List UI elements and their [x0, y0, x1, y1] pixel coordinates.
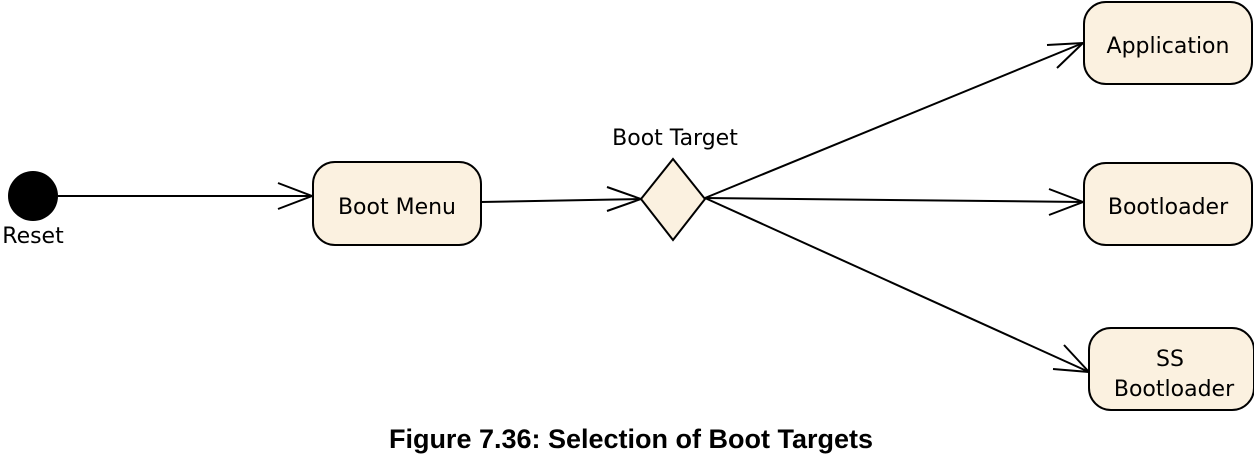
initial-label: Reset — [2, 224, 64, 249]
decision-node — [639, 157, 707, 242]
ss-bootloader-label-line2: Bootloader — [1114, 377, 1235, 402]
edge-decision-to-application — [704, 42, 1084, 199]
boot-menu-node — [312, 161, 482, 246]
edge-decision-to-bootloader — [704, 197, 1084, 203]
edges — [58, 41, 1092, 374]
boot-menu-label: Boot Menu — [338, 195, 456, 220]
edge-boot-menu-to-decision — [480, 198, 642, 203]
edge-decision-to-ss-bootloader — [704, 197, 1090, 373]
figure-caption: Figure 7.36: Selection of Boot Targets — [388, 424, 874, 454]
application-label: Application — [1107, 34, 1230, 59]
decision-label: Boot Target — [612, 126, 738, 151]
ss-bootloader-label-line1: SS — [1156, 347, 1184, 372]
bootloader-label: Bootloader — [1108, 195, 1229, 220]
activity-diagram: Reset Boot Menu Boot Target Application … — [2, 1, 1254, 411]
bootloader-node — [1083, 162, 1253, 246]
application-node — [1083, 1, 1253, 85]
initial-node — [8, 171, 58, 221]
ss-bootloader-node — [1088, 327, 1254, 411]
